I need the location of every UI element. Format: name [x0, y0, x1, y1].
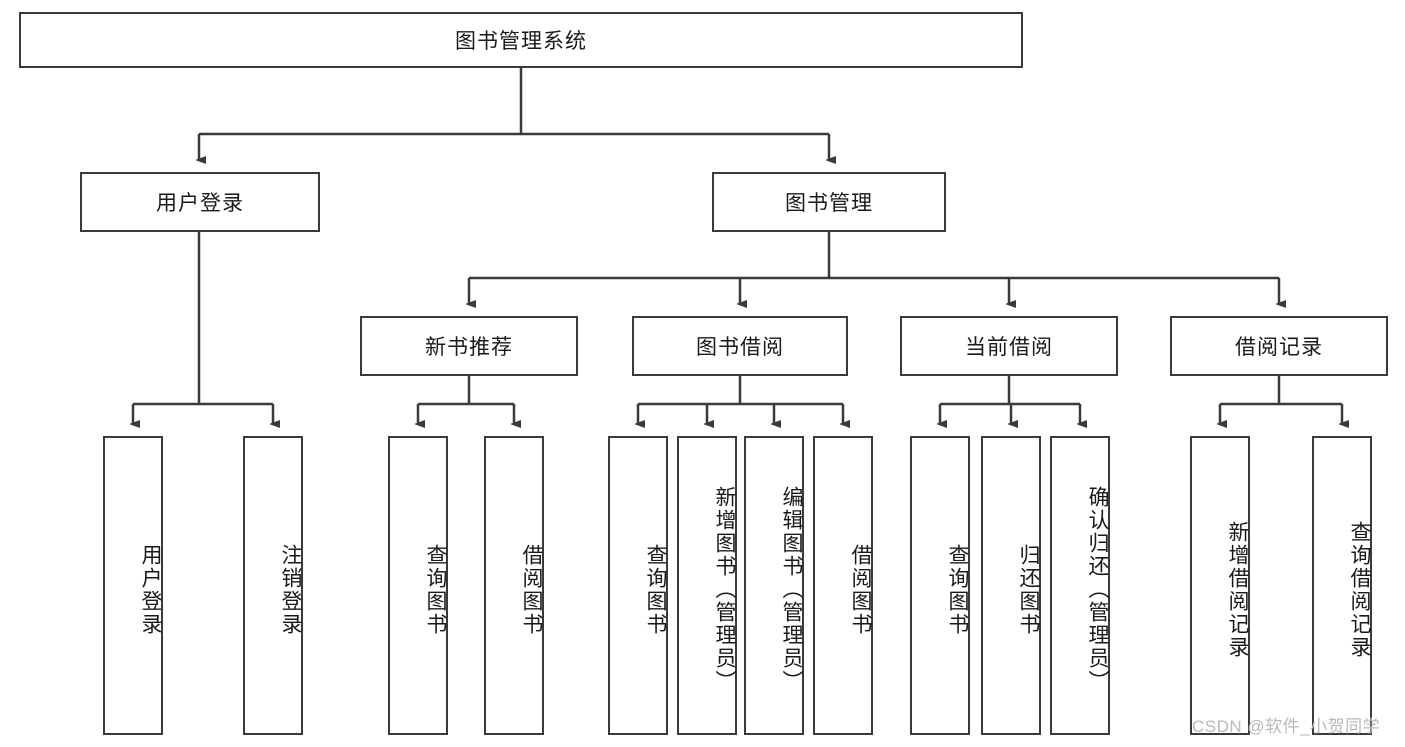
node-new-book-recommend[interactable]: 新书推荐	[360, 316, 578, 376]
node-label: 确认归还（管理员）	[1086, 486, 1109, 693]
leaf-edit-book-admin[interactable]: 编辑图书（管理员）	[744, 436, 804, 735]
leaf-query-borrow-record[interactable]: 查询借阅记录	[1312, 436, 1372, 735]
leaf-return-book[interactable]: 归还图书	[981, 436, 1041, 735]
node-label: 查询图书	[644, 543, 667, 636]
node-label: 借阅图书	[849, 543, 872, 636]
leaf-query-book-recommend[interactable]: 查询图书	[388, 436, 448, 735]
leaf-query-book-borrow[interactable]: 查询图书	[608, 436, 668, 735]
node-book-borrow[interactable]: 图书借阅	[632, 316, 848, 376]
node-user-login[interactable]: 用户登录	[80, 172, 320, 232]
node-borrow-record[interactable]: 借阅记录	[1170, 316, 1388, 376]
node-label: 图书管理	[785, 192, 873, 215]
node-book-management[interactable]: 图书管理	[712, 172, 946, 232]
node-label: 当前借阅	[965, 336, 1053, 359]
node-label: 编辑图书（管理员）	[780, 486, 803, 693]
node-label: 借阅图书	[520, 543, 543, 636]
node-label: 新增借阅记录	[1226, 520, 1249, 659]
node-label: 注销登录	[279, 543, 302, 636]
leaf-add-borrow-record[interactable]: 新增借阅记录	[1190, 436, 1250, 735]
node-current-borrow[interactable]: 当前借阅	[900, 316, 1118, 376]
node-label: 用户登录	[156, 192, 244, 215]
leaf-query-book-current[interactable]: 查询图书	[910, 436, 970, 735]
leaf-user-login[interactable]: 用户登录	[103, 436, 163, 735]
node-root[interactable]: 图书管理系统	[19, 12, 1023, 68]
leaf-borrow-book[interactable]: 借阅图书	[813, 436, 873, 735]
node-label: 查询借阅记录	[1348, 520, 1371, 659]
node-label: 查询图书	[424, 543, 447, 636]
leaf-add-book-admin[interactable]: 新增图书（管理员）	[677, 436, 737, 735]
node-label: 图书管理系统	[455, 30, 587, 53]
node-label: 新书推荐	[425, 336, 513, 359]
node-label: 归还图书	[1017, 543, 1040, 636]
node-label: 用户登录	[139, 543, 162, 636]
leaf-borrow-book-recommend[interactable]: 借阅图书	[484, 436, 544, 735]
leaf-logout[interactable]: 注销登录	[243, 436, 303, 735]
csdn-watermark: CSDN @软件_小贺同学	[1192, 717, 1381, 736]
node-label: 查询图书	[946, 543, 969, 636]
node-label: 图书借阅	[696, 336, 784, 359]
leaf-confirm-return-admin[interactable]: 确认归还（管理员）	[1050, 436, 1110, 735]
node-label: 借阅记录	[1235, 336, 1323, 359]
node-label: 新增图书（管理员）	[713, 486, 736, 693]
